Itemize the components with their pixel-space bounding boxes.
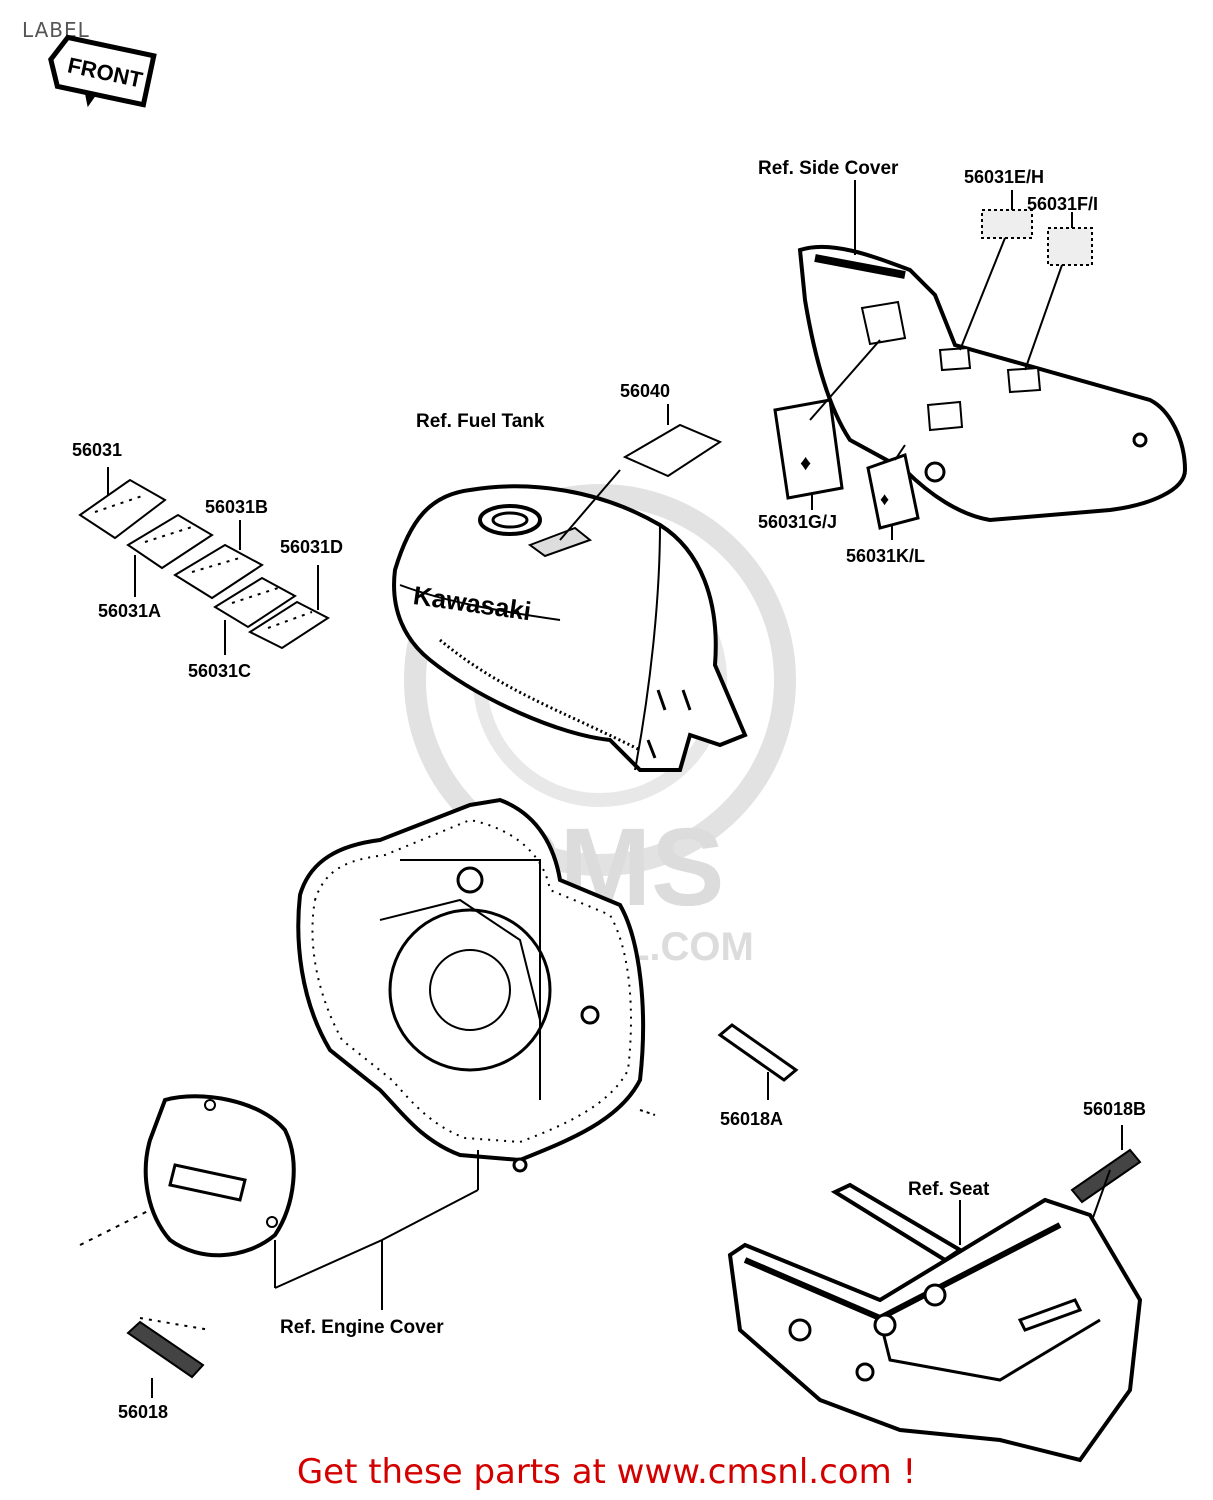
ref-seat-label: Ref. Seat (908, 1179, 990, 1200)
label-56031EH-decal (981, 209, 1033, 239)
label-56031FI-decal (1047, 227, 1093, 266)
front-arrow-tag: FRONT (48, 34, 157, 108)
part-number-56031GJ: 56031G/J (758, 512, 837, 532)
part-number-56031D: 56031D (280, 537, 343, 557)
svg-text:♦: ♦ (800, 450, 811, 475)
svg-text:♦: ♦ (880, 489, 889, 509)
engine-cover-leaders (79, 1109, 656, 1310)
get-parts-link[interactable]: Get these parts at www.cmsnl.com ! (296, 1452, 917, 1492)
part-number-56018A: 56018A (720, 1109, 783, 1129)
reference-labels: Ref. Side Cover Ref. Fuel Tank Ref. Seat… (280, 158, 990, 1338)
part-number-56031A: 56031A (98, 601, 161, 621)
seat-tail-cowl (727, 1182, 1143, 1463)
part-number-56040: 56040 (620, 381, 670, 401)
label-56031C-decal (213, 576, 297, 629)
label-56018A (717, 1023, 799, 1100)
part-number-56031: 56031 (72, 440, 122, 460)
part-number-56031C: 56031C (188, 661, 251, 681)
label-56040 (559, 404, 723, 541)
label-set-56031 (78, 467, 330, 655)
part-number-56018: 56018 (118, 1402, 168, 1422)
side-cover (797, 244, 1188, 523)
part-number-56031KL: 56031K/L (846, 546, 925, 566)
part-number-56031FI: 56031F/I (1027, 194, 1098, 214)
fuel-tank: Kawasaki (392, 484, 748, 772)
engine-cover (296, 797, 646, 1173)
label-56031A-decal (126, 513, 214, 570)
side-cover-decals: ♦ ♦ (773, 180, 1093, 540)
part-number-56031B: 56031B (205, 497, 268, 517)
label-56018 (126, 1317, 211, 1398)
label-56031B-decal (173, 543, 264, 600)
label-56031D-decal (247, 600, 330, 650)
part-number-labels: 56031 56031A 56031B 56031C 56031D 56040 … (72, 167, 1146, 1422)
ref-side-cover-label: Ref. Side Cover (758, 158, 899, 179)
clutch-cover (143, 1094, 296, 1258)
ref-engine-cover-label: Ref. Engine Cover (280, 1317, 444, 1338)
part-number-56031EH: 56031E/H (964, 167, 1044, 187)
label-56031-decal (78, 478, 167, 540)
label-56031KL-decal (866, 453, 920, 530)
part-number-56018B: 56018B (1083, 1099, 1146, 1119)
ref-fuel-tank-label: Ref. Fuel Tank (416, 411, 545, 432)
label-56031GJ-decal (773, 398, 844, 500)
